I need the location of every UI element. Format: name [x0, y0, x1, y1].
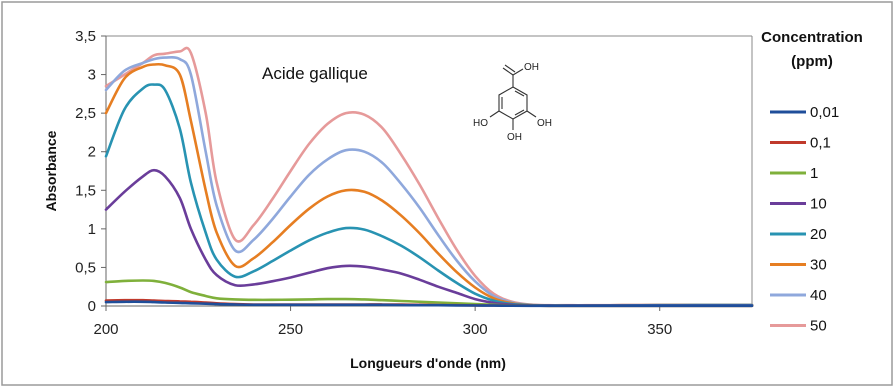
carbonyl-bond-2	[504, 64, 516, 73]
legend-label: 0,1	[810, 135, 831, 152]
ring-double-bond-3	[514, 109, 525, 116]
legend: 0,01 0,1 1 10 20 30 40 50	[770, 104, 839, 335]
y-tick-label: 3,5	[75, 28, 96, 45]
legend-label: 40	[810, 287, 827, 304]
x-tick-label: 250	[278, 321, 303, 338]
legend-title-line1: Concentration	[761, 29, 863, 46]
x-tick-label: 300	[463, 321, 488, 338]
legend-label: 0,01	[810, 104, 839, 121]
legend-label: 10	[810, 196, 827, 213]
mol-label-top: OH	[524, 62, 539, 73]
gallic-acid-structure	[489, 64, 537, 130]
x-axis-title: Longueurs d'onde (nm)	[350, 355, 506, 371]
carbonyl-bond	[502, 67, 514, 76]
x-tick-label: 200	[93, 321, 118, 338]
x-ticks: 200 250 300 350	[93, 306, 672, 338]
y-tick-label: 1,5	[75, 182, 96, 199]
legend-label: 30	[810, 257, 827, 274]
legend-label: 20	[810, 226, 827, 243]
right-oh-bond	[526, 110, 537, 118]
mol-label-left: HO	[473, 118, 488, 129]
series-line-0-01	[104, 300, 754, 308]
y-tick-label: 2	[88, 144, 96, 161]
benzene-ring	[498, 86, 528, 120]
left-oh-bond	[489, 110, 500, 118]
y-tick-label: 0,5	[75, 259, 96, 276]
mol-label-bottom: OH	[507, 132, 522, 143]
y-ticks: 0 0,5 1 1,5 2 2,5 3 3,5	[75, 28, 106, 315]
series-line-20	[104, 83, 754, 307]
ring-double-bond-2	[514, 90, 525, 97]
series-group	[104, 46, 754, 308]
y-tick-label: 0	[88, 298, 96, 315]
legend-label: 50	[810, 318, 827, 335]
compound-annotation: Acide gallique	[262, 64, 368, 83]
acid-oh-bond	[512, 68, 524, 76]
legend-label: 1	[810, 165, 818, 182]
y-tick-label: 1	[88, 221, 96, 238]
y-tick-label: 2,5	[75, 105, 96, 122]
mol-label-right: OH	[537, 118, 552, 129]
series-line-10	[104, 168, 754, 307]
y-axis-title: Absorbance	[43, 130, 59, 211]
legend-title-line2: (ppm)	[791, 53, 833, 70]
y-tick-label: 3	[88, 67, 96, 84]
x-tick-label: 350	[647, 321, 672, 338]
